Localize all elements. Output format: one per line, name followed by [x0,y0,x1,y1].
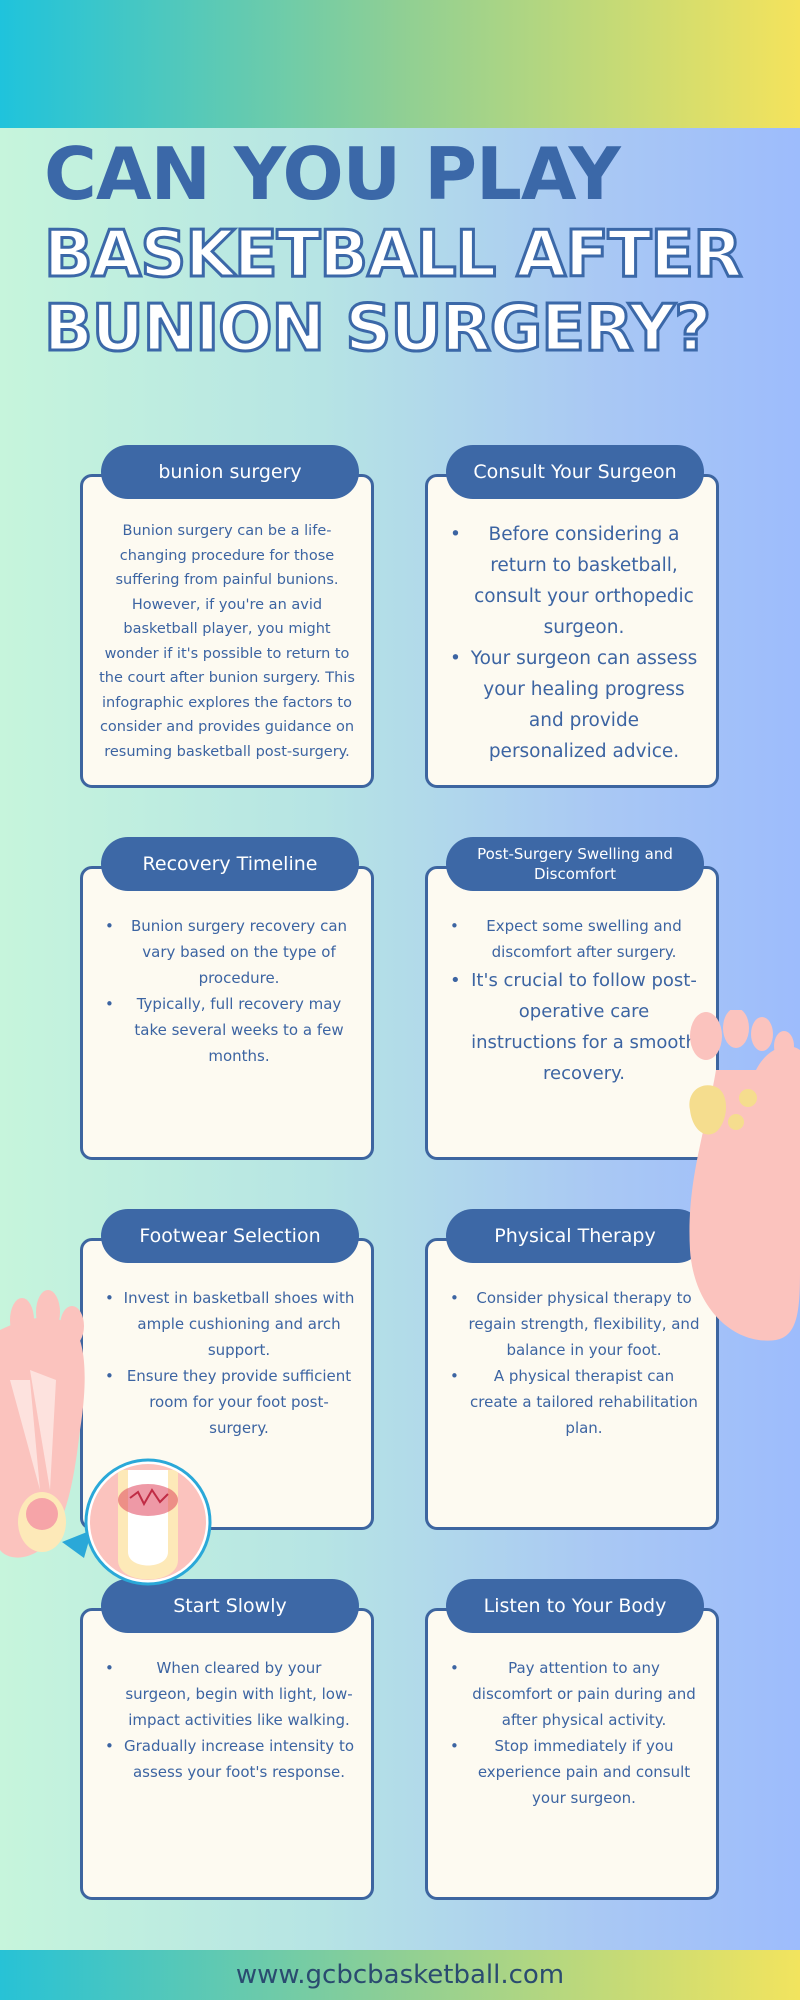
card-list: Bunion surgery recovery can vary based o… [99,913,355,1069]
title-line-2: BASKETBALL AFTER [42,217,743,294]
list-item: Typically, full recovery may take severa… [99,991,355,1069]
list-item: Invest in basketball shoes with ample cu… [99,1285,355,1363]
card-title: Physical Therapy [446,1209,704,1263]
footer-band: www.gcbcbasketball.com [0,1950,800,2000]
card-bunion-surgery: bunion surgery Bunion surgery can be a l… [80,445,374,788]
list-item: It's crucial to follow post-operative ca… [444,965,700,1089]
card-text: Bunion surgery can be a life-changing pr… [99,523,355,760]
footer-url[interactable]: www.gcbcbasketball.com [235,1960,565,1990]
list-item: Pay attention to any discomfort or pain … [444,1655,700,1733]
card-title: Listen to Your Body [446,1579,704,1633]
card-list: Pay attention to any discomfort or pain … [444,1655,700,1811]
card-title: Post-Surgery Swelling and Discomfort [446,837,704,891]
list-item: Stop immediately if you experience pain … [444,1733,700,1811]
list-item: Your surgeon can assess your healing pro… [444,643,700,767]
list-item: A physical therapist can create a tailor… [444,1363,700,1441]
list-item: When cleared by your surgeon, begin with… [99,1655,355,1733]
card-title: Start Slowly [101,1579,359,1633]
card-list: Invest in basketball shoes with ample cu… [99,1285,355,1441]
list-item: Consider physical therapy to regain stre… [444,1285,700,1363]
card-physical-therapy: Physical Therapy Consider physical thera… [425,1209,719,1530]
card-list: Before considering a return to basketbal… [444,519,700,767]
card-listen-to-your-body: Listen to Your Body Pay attention to any… [425,1579,719,1900]
top-gradient-band [0,0,800,128]
card-consult-surgeon: Consult Your Surgeon Before considering … [425,445,719,788]
card-title: Footwear Selection [101,1209,359,1263]
card-list: Consider physical therapy to regain stre… [444,1285,700,1441]
title-line-3: BUNION SURGERY? [42,291,712,368]
list-item: Bunion surgery recovery can vary based o… [99,913,355,991]
list-item: Expect some swelling and discomfort afte… [444,913,700,965]
card-recovery-timeline: Recovery Timeline Bunion surgery recover… [80,837,374,1160]
list-item: Before considering a return to basketbal… [444,519,700,643]
card-start-slowly: Start Slowly When cleared by your surgeo… [80,1579,374,1900]
card-list: Expect some swelling and discomfort afte… [444,913,700,1089]
foot-sole-illustration [689,1010,800,1341]
bunion-foot-illustration [0,1290,212,1586]
card-title: Recovery Timeline [101,837,359,891]
card-title: bunion surgery [101,445,359,499]
card-title: Consult Your Surgeon [446,445,704,499]
card-post-surgery-swelling: Post-Surgery Swelling and Discomfort Exp… [425,837,719,1160]
list-item: Gradually increase intensity to assess y… [99,1733,355,1785]
list-item: Ensure they provide sufficient room for … [99,1363,355,1441]
title-line-1: CAN YOU PLAY [44,132,621,216]
card-list: When cleared by your surgeon, begin with… [99,1655,355,1785]
